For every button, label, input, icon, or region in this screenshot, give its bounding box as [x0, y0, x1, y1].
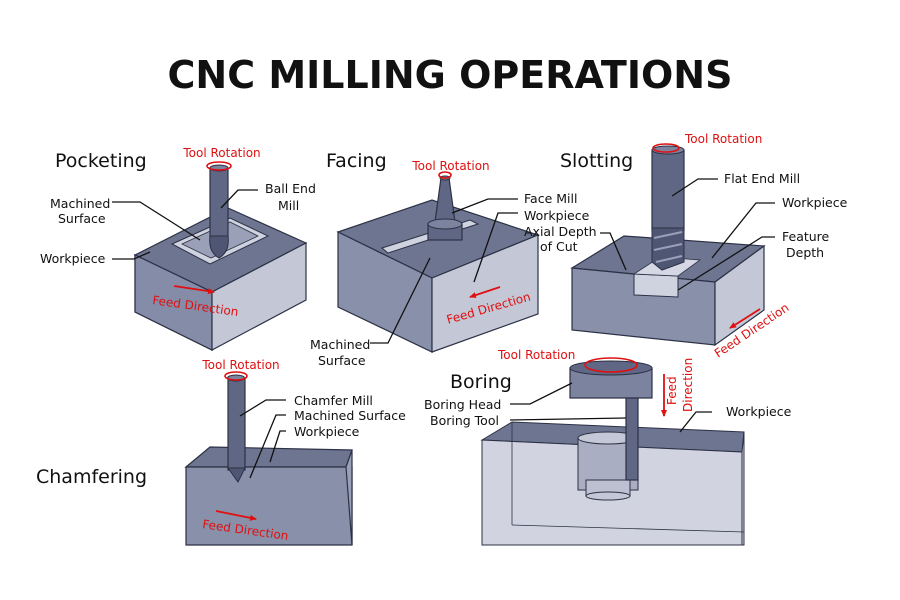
slotting-heading: Slotting	[560, 150, 633, 172]
label-face-mill: Face Mill	[524, 191, 577, 206]
boring-feed-direction: Feed	[665, 376, 679, 405]
slotting-tool-rotation: Tool Rotation	[684, 132, 762, 146]
page-title: CNC MILLING OPERATIONS	[168, 53, 733, 97]
chamfer-mill-shank	[227, 377, 246, 471]
label-axial-depth-2: of Cut	[540, 239, 578, 254]
label-workpiece: Workpiece	[40, 251, 106, 266]
slot-cavity	[633, 273, 679, 298]
label-chamfer-mill: Chamfer Mill	[294, 393, 373, 408]
boring-tool	[625, 397, 639, 481]
feed-arrow	[729, 308, 761, 329]
label-machined-surface: Machined	[310, 337, 370, 352]
pocketing-workpiece-side	[211, 242, 307, 351]
chamfering-heading: Chamfering	[36, 466, 147, 488]
label-ball-end-mill-2: Mill	[278, 198, 299, 213]
chamfering-workpiece-top	[184, 446, 353, 468]
label-flat-end-mill: Flat End Mill	[724, 171, 800, 186]
rotation-icon	[206, 161, 232, 171]
boring-feed-direction-2: Direction	[681, 358, 695, 412]
label-workpiece: Workpiece	[524, 208, 590, 223]
label-boring-tool: Boring Tool	[430, 413, 499, 428]
label-machined-surface: Machined Surface	[294, 408, 406, 423]
rotation-icon	[224, 371, 248, 381]
pocketing-heading: Pocketing	[55, 150, 147, 172]
pocketing-panel: Pocketing Tool Rotation Ball End Mill Ma…	[40, 146, 316, 351]
label-machined-surface-2: Surface	[58, 211, 106, 226]
boring-panel: Boring Tool Rotation Boring Head Boring …	[424, 348, 792, 546]
facing-panel: Facing Tool Rotation Face Mill Workpiece…	[310, 150, 597, 368]
feed-arrow	[215, 510, 257, 521]
chamfer-mill-tip	[227, 467, 246, 483]
flat-end-mill-flutes	[651, 227, 685, 271]
boring-tool-rotation: Tool Rotation	[497, 348, 575, 362]
rotation-icon	[584, 357, 638, 373]
label-feature-depth: Feature	[782, 229, 830, 244]
ball-end-mill-flutes	[209, 235, 229, 259]
boring-heading: Boring	[450, 371, 512, 393]
chamfering-tool-rotation: Tool Rotation	[201, 358, 279, 372]
chamfering-panel: Chamfering Tool Rotation Chamfer Mill Ma…	[36, 358, 406, 546]
rotation-icon	[438, 171, 452, 179]
slotting-workpiece-side	[714, 244, 765, 347]
label-axial-depth: Axial Depth	[524, 224, 597, 239]
label-workpiece: Workpiece	[782, 195, 848, 210]
face-mill-body	[434, 177, 456, 223]
feed-arrow	[469, 286, 501, 298]
label-machined-surface: Machined	[50, 196, 110, 211]
label-feature-depth-2: Depth	[786, 245, 824, 260]
pocketing-tool-rotation: Tool Rotation	[182, 146, 260, 160]
label-workpiece: Workpiece	[294, 424, 360, 439]
facing-tool-rotation: Tool Rotation	[411, 159, 489, 173]
label-boring-head: Boring Head	[424, 397, 501, 412]
label-machined-surface-2: Surface	[318, 353, 366, 368]
facing-workpiece-side	[431, 234, 539, 353]
rotation-icon	[652, 143, 680, 153]
flat-end-mill-shank	[651, 149, 685, 231]
slotting-panel: Slotting Tool Rotation Flat End Mill Wor…	[560, 132, 848, 360]
facing-heading: Facing	[326, 150, 387, 172]
label-ball-end-mill: Ball End	[265, 181, 316, 196]
label-workpiece: Workpiece	[726, 404, 792, 419]
feed-arrow	[173, 285, 215, 295]
